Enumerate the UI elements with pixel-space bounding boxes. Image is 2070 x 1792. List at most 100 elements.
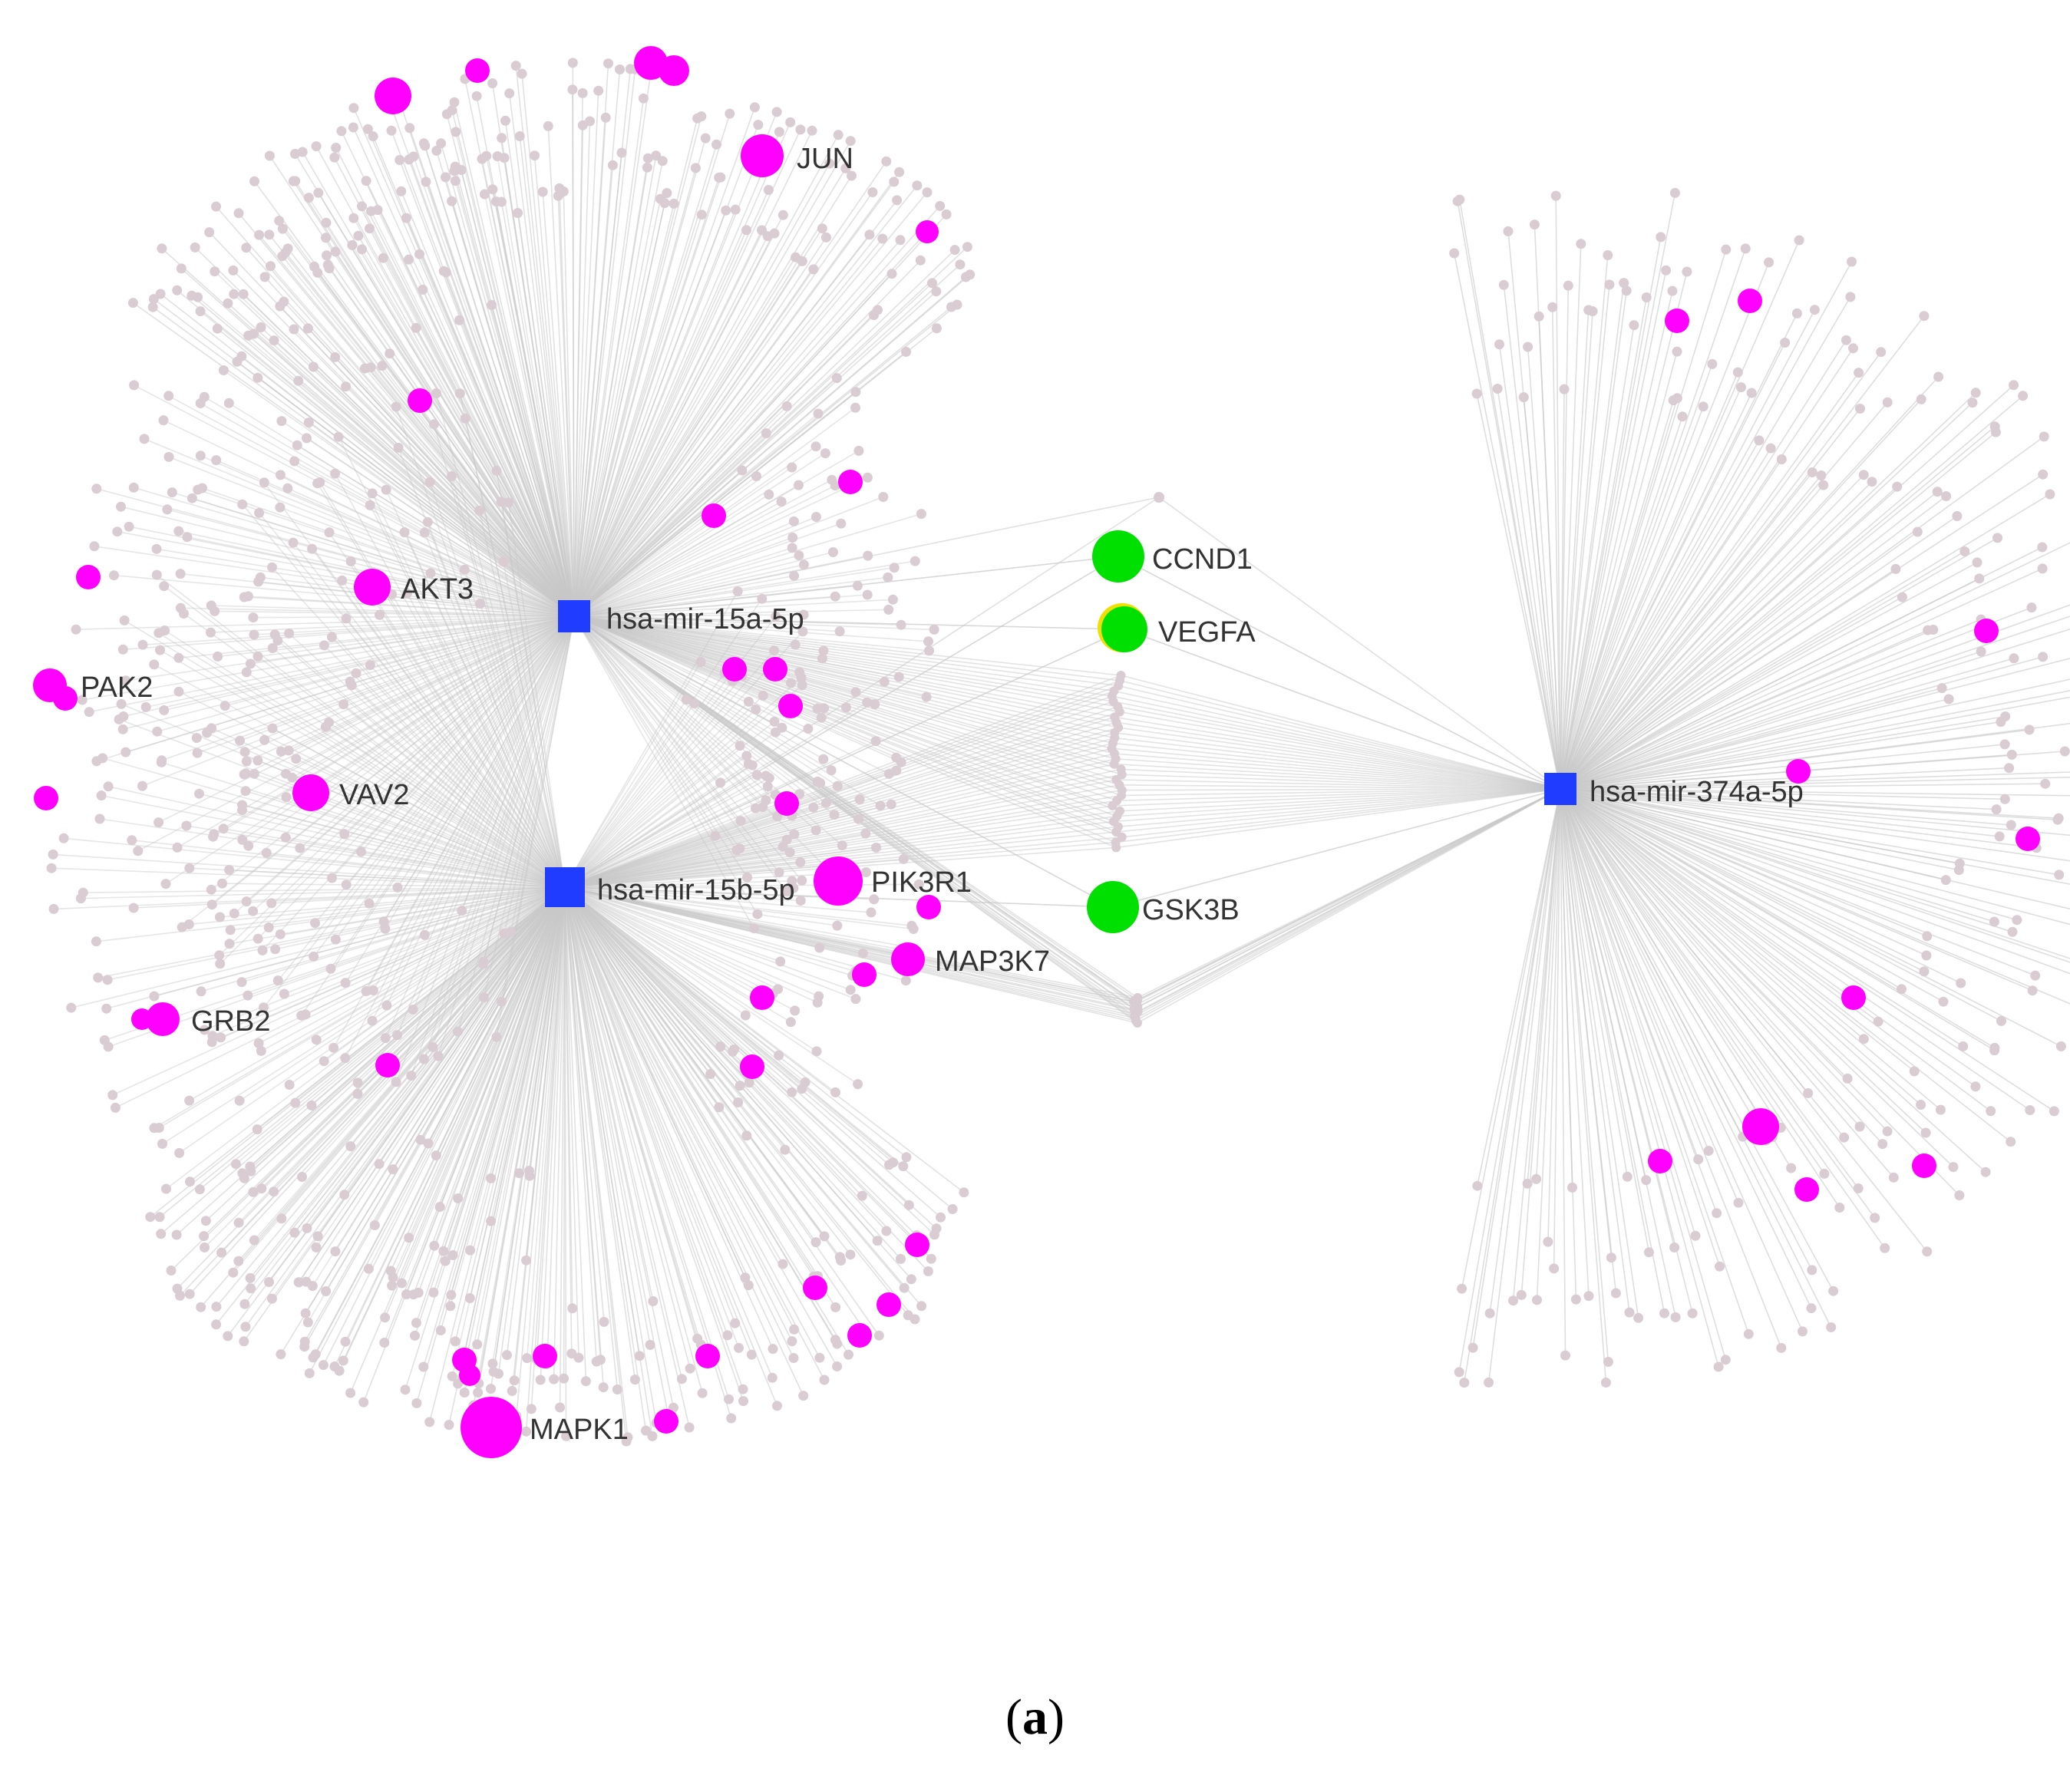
gene-node	[496, 996, 507, 1007]
gene-node	[223, 298, 233, 309]
gene-node	[567, 1303, 578, 1314]
gene-node	[2027, 985, 2038, 996]
edge-line	[289, 632, 566, 888]
gene-node	[431, 1150, 441, 1161]
edge-line	[316, 483, 566, 888]
gene-node	[128, 903, 139, 913]
edge-line	[564, 886, 778, 1407]
edge-line	[1560, 531, 1918, 790]
edge-line	[178, 691, 566, 888]
edge-line	[211, 728, 566, 888]
gene-node	[472, 1339, 483, 1350]
hub-gene-node	[702, 503, 726, 528]
gene-node	[751, 471, 761, 481]
edge-line	[1560, 788, 1750, 1335]
gene-node	[896, 757, 906, 767]
edge-line	[451, 476, 566, 888]
edge-line	[573, 615, 741, 822]
edge-line	[573, 516, 817, 617]
gene-node	[642, 162, 652, 173]
gene-node	[2024, 724, 2035, 735]
gene-node	[215, 959, 226, 969]
gene-node	[200, 1216, 211, 1226]
edge-line	[526, 886, 566, 1358]
edge-line	[446, 114, 575, 617]
edge-line	[128, 526, 575, 617]
edge-line	[573, 129, 801, 617]
gene-node	[421, 177, 431, 187]
gene-node	[593, 85, 604, 96]
gene-node	[266, 1293, 277, 1304]
gene-node	[777, 210, 788, 220]
edge-line	[257, 615, 575, 658]
edge-line	[573, 238, 883, 617]
edge-line	[573, 615, 1135, 1002]
gene-node	[117, 724, 128, 734]
gene-node	[738, 1384, 748, 1394]
gene-node	[331, 143, 342, 153]
gene-node	[645, 1339, 655, 1350]
gene-node	[325, 963, 336, 974]
edge-line	[573, 615, 767, 801]
edge-line	[573, 181, 895, 617]
edge-line	[294, 460, 575, 617]
edge-line	[1560, 282, 1625, 790]
gene-node	[214, 950, 225, 961]
edge-line	[573, 75, 652, 617]
edge-line	[247, 886, 566, 996]
gene-node	[1794, 235, 1804, 246]
gene-node	[446, 1289, 457, 1300]
gene-node	[853, 445, 864, 456]
edge-line	[317, 272, 575, 617]
edge-line	[573, 282, 933, 617]
edge-line	[157, 615, 575, 732]
gene-node	[264, 1277, 274, 1287]
hub-gene-node	[847, 1323, 872, 1348]
edge-line	[292, 615, 575, 778]
gene-node	[815, 777, 826, 788]
gene-node	[1847, 256, 1857, 267]
edge-line	[1114, 690, 1561, 790]
edge-line	[246, 247, 575, 617]
gene-node	[196, 986, 206, 997]
edge-line	[564, 886, 579, 1358]
gene-node	[304, 1368, 315, 1378]
edge-line	[178, 615, 575, 659]
gene-node	[302, 1223, 312, 1233]
edge-line	[573, 615, 890, 775]
edge-line	[305, 886, 566, 1282]
edge-line	[573, 520, 794, 617]
gene-node	[638, 93, 649, 104]
edge-line	[564, 886, 746, 1016]
edge-line	[277, 615, 575, 982]
edge-line	[564, 886, 690, 1428]
edge-line	[1560, 788, 1718, 1213]
edge-line	[257, 615, 575, 939]
edge-line	[476, 886, 566, 1345]
edge-line	[573, 91, 599, 617]
gene-node	[767, 1372, 777, 1383]
edge-line	[349, 681, 566, 888]
edge-line	[564, 745, 741, 888]
gene-node	[465, 1245, 476, 1256]
edge-line	[1560, 387, 1742, 790]
gene-node	[274, 216, 285, 226]
gene-node	[149, 1123, 160, 1134]
edge-line	[564, 886, 753, 1355]
gene-node	[836, 1256, 847, 1266]
hub-gene-node	[659, 55, 689, 86]
gene-node	[175, 569, 186, 579]
gene-node	[780, 1144, 791, 1155]
gene-node	[256, 1045, 266, 1056]
gene-node	[173, 686, 184, 697]
gene-node	[862, 697, 873, 708]
edge-line	[134, 384, 575, 617]
edge-line	[564, 886, 758, 1005]
gene-node	[642, 153, 653, 163]
edge-line	[409, 127, 575, 617]
gene-node	[223, 398, 234, 408]
gene-node	[249, 629, 259, 640]
edge-line	[573, 615, 1121, 681]
gene-node	[173, 652, 184, 663]
gene-node	[811, 1237, 821, 1248]
